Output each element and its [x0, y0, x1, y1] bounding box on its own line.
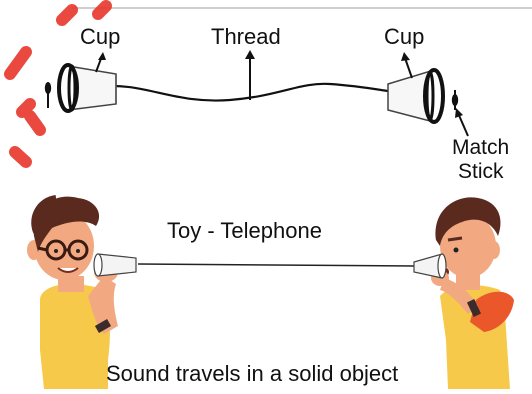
- arrow-match-stick: [457, 112, 469, 137]
- label-match-stick-line1: Match: [452, 136, 510, 159]
- label-match-stick-line2: Stick: [458, 160, 504, 183]
- caption: Sound travels in a solid object: [106, 361, 399, 386]
- right-match-stick: [451, 90, 459, 110]
- watermark-strokes: [4, 0, 112, 168]
- right-cup: [387, 68, 445, 124]
- label-cup-right: Cup: [384, 24, 425, 49]
- left-telephone-cup: [97, 253, 137, 277]
- label-thread: Thread: [211, 24, 281, 49]
- left-match-stick: [44, 82, 52, 108]
- telephone-string: [137, 263, 415, 267]
- left-cup: [57, 63, 117, 113]
- right-boy-illustration: [413, 197, 514, 389]
- arrow-cup-right: [404, 57, 413, 79]
- label-arrows: [95, 50, 469, 137]
- thread-line: [112, 82, 395, 102]
- label-cup-left: Cup: [80, 24, 121, 49]
- label-toy-telephone: Toy - Telephone: [167, 218, 322, 243]
- left-boy-illustration: [27, 195, 137, 389]
